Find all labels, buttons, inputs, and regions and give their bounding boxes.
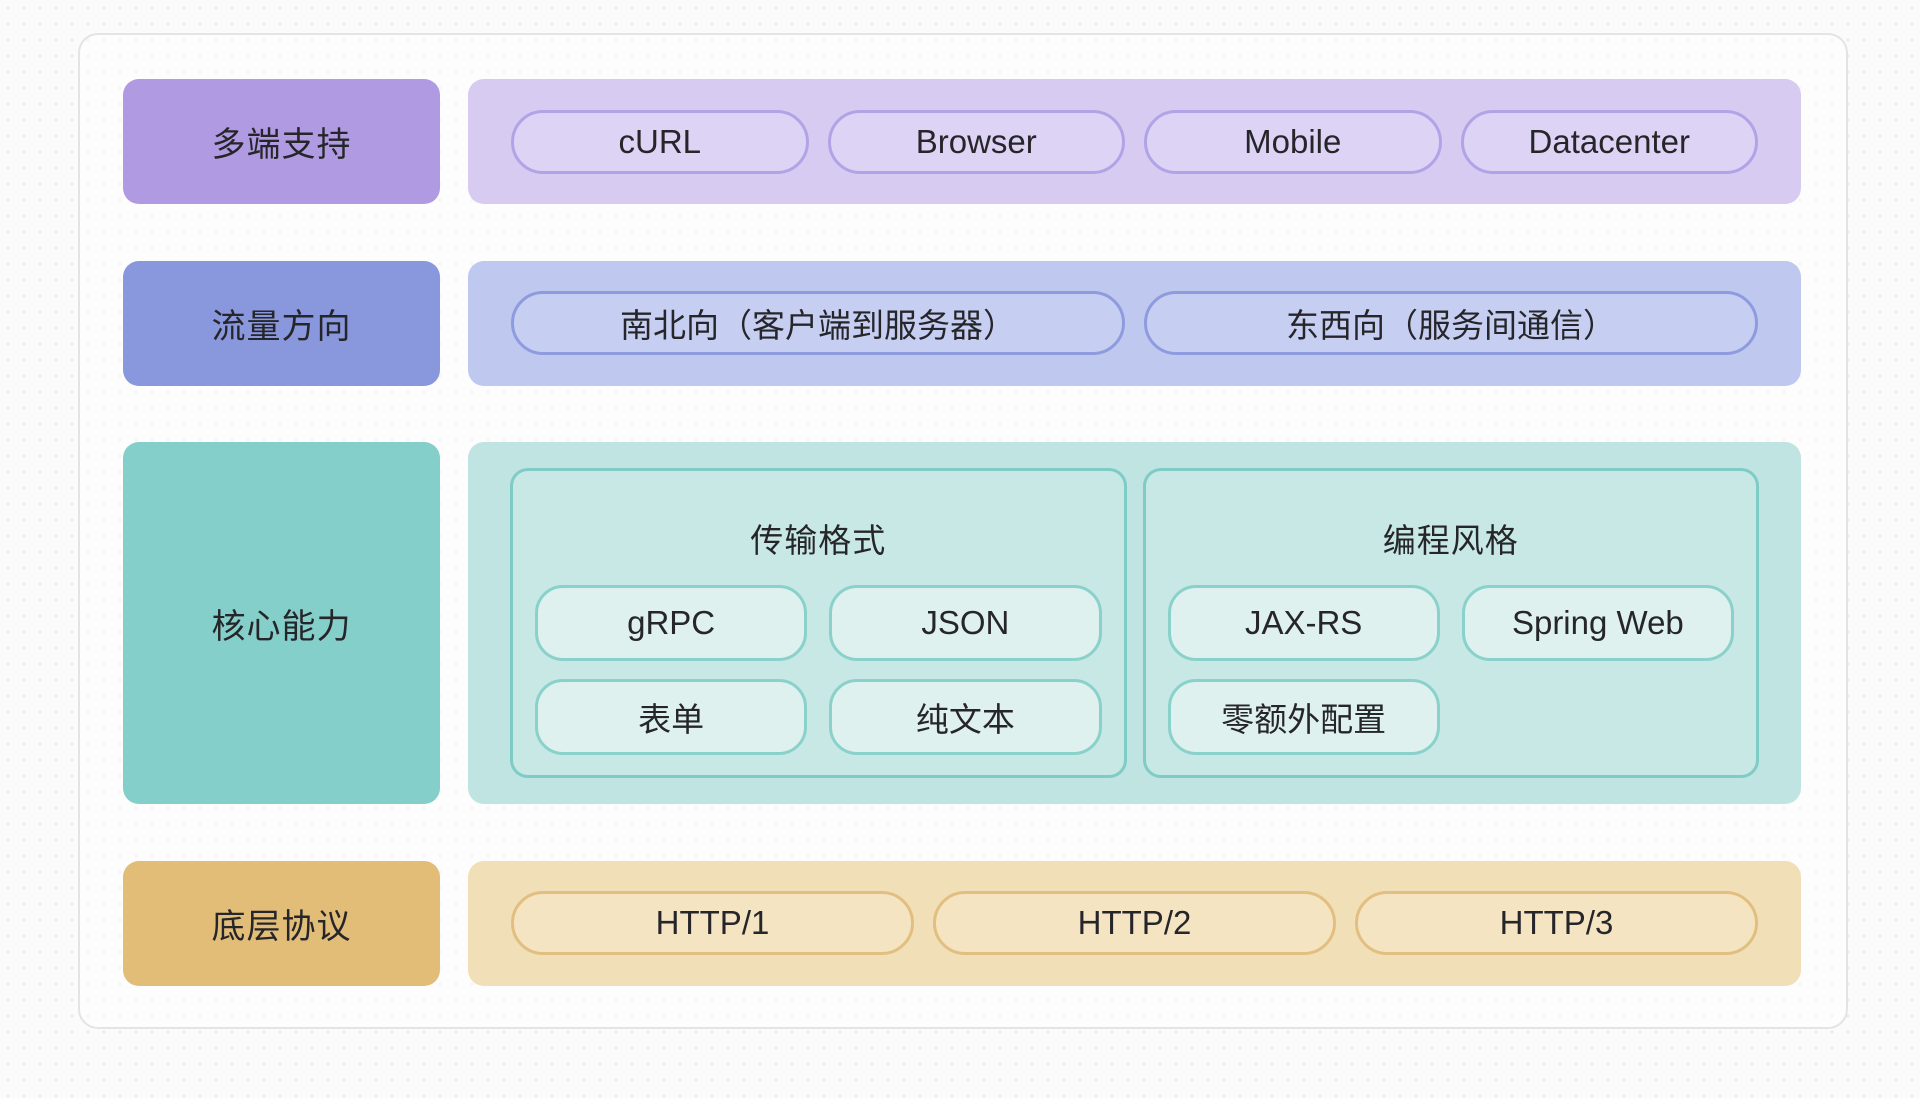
node-east-west: 东西向（服务间通信） [1144, 291, 1758, 356]
diagram-card: 多端支持 cURL Browser Mobile Datacenter 流量方向… [78, 33, 1848, 1029]
node-plaintext: 纯文本 [829, 679, 1102, 756]
node-north-south: 南北向（客户端到服务器） [511, 291, 1125, 356]
node-http3: HTTP/3 [1355, 891, 1758, 956]
node-jax-rs: JAX-RS [1167, 585, 1440, 662]
row-label-traffic-direction: 流量方向 [123, 260, 440, 386]
row-traffic-direction: 流量方向 南北向（客户端到服务器） 东西向（服务间通信） [123, 260, 1801, 386]
node-json: JSON [829, 585, 1102, 662]
node-form: 表单 [535, 679, 808, 756]
row-core-capabilities: 核心能力 传输格式 gRPC JSON 表单 纯文本 编程风格 JAX-RS S… [123, 442, 1801, 805]
row-label-client-support: 多端支持 [123, 79, 440, 204]
row-panel-underlying-protocols: HTTP/1 HTTP/2 HTTP/3 [468, 860, 1801, 986]
row-label-core-capabilities: 核心能力 [123, 442, 440, 805]
row-panel-core-capabilities: 传输格式 gRPC JSON 表单 纯文本 编程风格 JAX-RS Spring… [468, 442, 1801, 805]
group-title-programming-style: 编程风格 [1382, 522, 1519, 560]
node-spring-web: Spring Web [1461, 585, 1734, 662]
row-panel-client-support: cURL Browser Mobile Datacenter [468, 79, 1801, 204]
node-grpc: gRPC [535, 585, 808, 662]
group-title-transport-formats: 传输格式 [750, 522, 887, 560]
node-mobile: Mobile [1144, 109, 1442, 174]
row-client-support: 多端支持 cURL Browser Mobile Datacenter [123, 79, 1801, 204]
row-underlying-protocols: 底层协议 HTTP/1 HTTP/2 HTTP/3 [123, 860, 1801, 986]
row-label-underlying-protocols: 底层协议 [123, 860, 440, 986]
group-grid-programming-style: JAX-RS Spring Web 零额外配置 [1167, 585, 1734, 756]
node-browser: Browser [827, 109, 1125, 174]
node-zero-config: 零额外配置 [1167, 679, 1440, 756]
node-http1: HTTP/1 [511, 891, 914, 956]
group-transport-formats: 传输格式 gRPC JSON 表单 纯文本 [510, 468, 1127, 779]
node-http2: HTTP/2 [933, 891, 1336, 956]
group-programming-style: 编程风格 JAX-RS Spring Web 零额外配置 [1142, 468, 1759, 779]
node-curl: cURL [511, 109, 809, 174]
group-grid-transport-formats: gRPC JSON 表单 纯文本 [535, 585, 1102, 756]
row-panel-traffic-direction: 南北向（客户端到服务器） 东西向（服务间通信） [468, 260, 1801, 386]
node-datacenter: Datacenter [1460, 109, 1758, 174]
